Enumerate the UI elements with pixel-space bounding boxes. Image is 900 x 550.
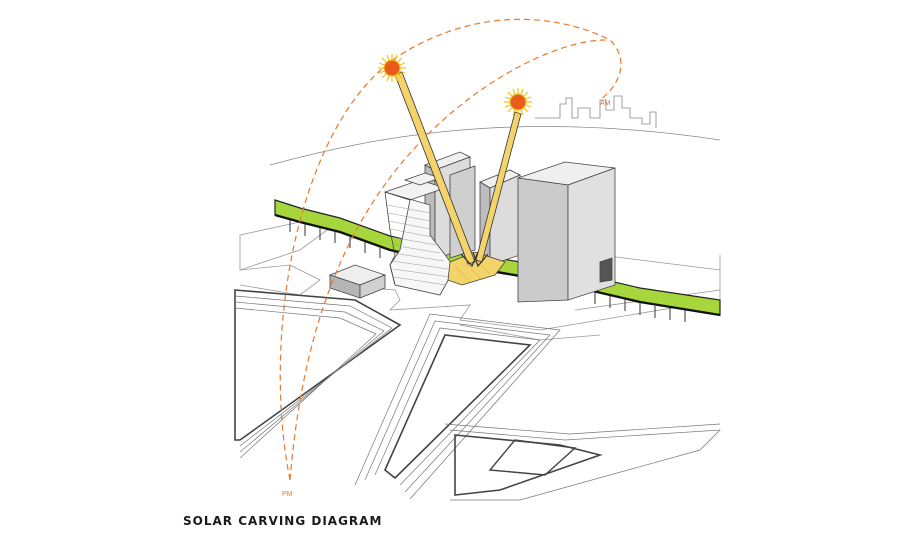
sun-am-icon bbox=[504, 88, 532, 116]
sun-path-inner bbox=[289, 39, 606, 481]
sun-paths bbox=[279, 18, 622, 481]
small-building bbox=[328, 264, 387, 299]
label-am: AM bbox=[600, 100, 611, 107]
sun-beams bbox=[394, 71, 522, 268]
carved-building bbox=[383, 172, 456, 296]
pier-left bbox=[234, 289, 402, 459]
label-pm: PM bbox=[282, 491, 293, 498]
pier-right bbox=[444, 423, 721, 501]
skyline bbox=[269, 95, 721, 166]
right-building bbox=[517, 161, 616, 303]
sun-path-outer bbox=[279, 18, 622, 481]
pier-center bbox=[354, 313, 561, 500]
sun-pm-icon bbox=[378, 54, 406, 82]
diagram-caption: SOLAR CARVING DIAGRAM bbox=[183, 514, 383, 528]
